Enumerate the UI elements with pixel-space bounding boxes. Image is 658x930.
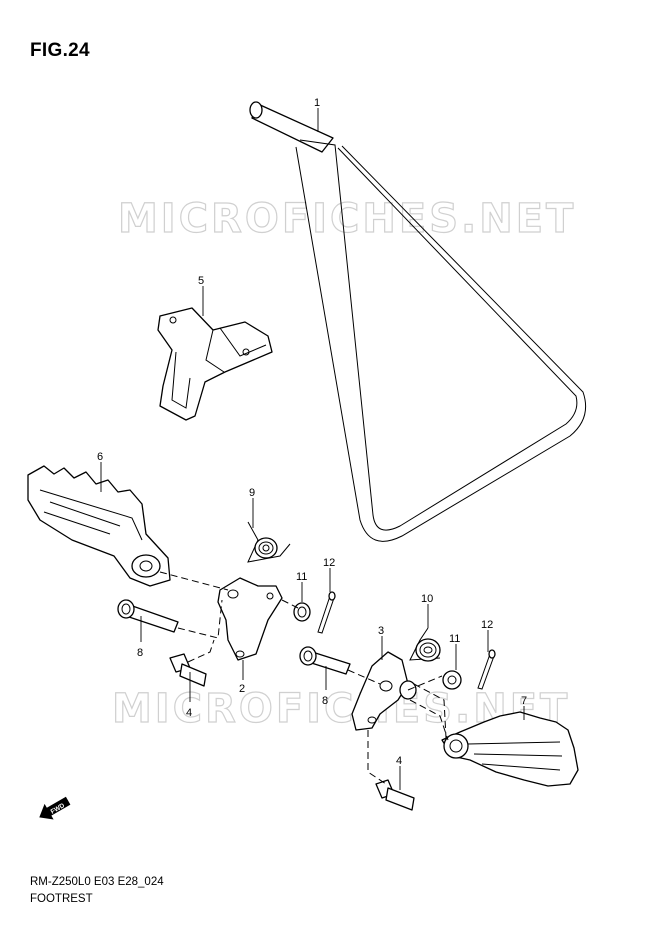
- callout-8a: 8: [137, 647, 143, 659]
- callout-11a: 11: [296, 571, 307, 583]
- callout-1: 1: [314, 97, 320, 109]
- figure-title: FIG.24: [30, 40, 90, 61]
- callout-labels: 1 2 3 4 4 5 6 7 8 8 9 10 11 11 12 12: [97, 97, 527, 767]
- diagram-name: FOOTREST: [30, 893, 93, 905]
- callout-11b: 11: [449, 633, 460, 645]
- part-bolt-right[interactable]: [375, 779, 415, 811]
- part-bolt-left[interactable]: [169, 653, 207, 687]
- callout-12a: 12: [323, 557, 335, 569]
- leader-lines: [100, 108, 525, 790]
- part-spring-left[interactable]: [247, 521, 291, 563]
- callout-4b: 4: [396, 755, 402, 767]
- part-pin-left[interactable]: [117, 599, 179, 633]
- part-cotter-right[interactable]: [477, 649, 496, 690]
- callout-6: 6: [97, 451, 103, 463]
- part-pin-right[interactable]: [299, 646, 351, 675]
- part-cotter-left[interactable]: [317, 591, 336, 634]
- part-spring-right[interactable]: [409, 627, 441, 662]
- callout-2: 2: [239, 683, 245, 695]
- callout-7: 7: [521, 695, 527, 707]
- watermark-top: MICROFICHES.NET: [118, 196, 576, 242]
- part-footpeg-right[interactable]: [441, 711, 579, 787]
- part-washer-left[interactable]: [293, 602, 311, 622]
- callout-10: 10: [421, 593, 433, 605]
- callout-3: 3: [378, 625, 384, 637]
- part-bracket[interactable]: [157, 307, 273, 421]
- forward-arrow-icon: FWD: [39, 796, 71, 820]
- callout-12b: 12: [481, 619, 493, 631]
- callout-5: 5: [198, 275, 204, 287]
- diagram-code: RM-Z250L0 E03 E28_024: [30, 876, 164, 888]
- callout-4a: 4: [186, 707, 192, 719]
- callout-8b: 8: [322, 695, 328, 707]
- part-footpeg-left[interactable]: [27, 465, 171, 587]
- part-mount-left[interactable]: [217, 577, 283, 661]
- assembly-lines: [159, 571, 449, 785]
- part-side-stand[interactable]: [249, 101, 587, 542]
- part-washer-right[interactable]: [442, 670, 462, 690]
- callout-9: 9: [249, 487, 255, 499]
